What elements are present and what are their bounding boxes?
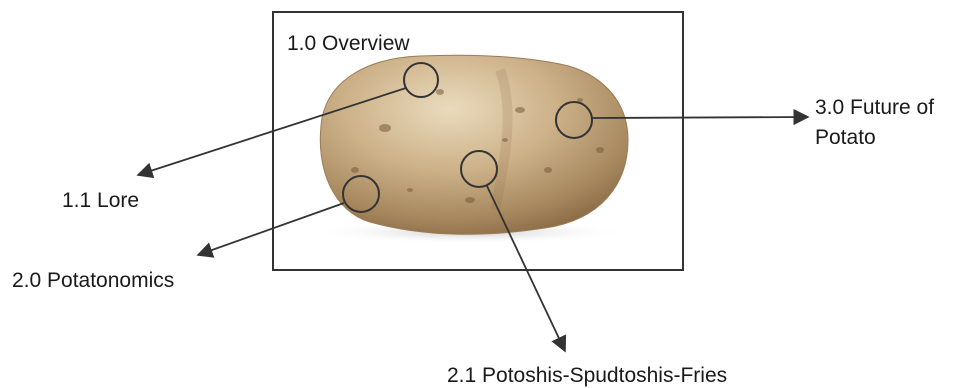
- potato-image: [310, 55, 630, 244]
- label-fries: 2.1 Potoshis-Spudtoshis-Fries: [447, 363, 727, 388]
- label-future-line2: Potato: [815, 123, 934, 153]
- label-lore: 1.1 Lore: [62, 188, 139, 213]
- label-future-line1: 3.0 Future of: [815, 93, 934, 123]
- arrow-to-future: [592, 117, 808, 118]
- label-future-of-potato: 3.0 Future of Potato: [815, 93, 934, 153]
- label-potatonomics: 2.0 Potatonomics: [12, 268, 174, 293]
- label-overview: 1.0 Overview: [287, 31, 410, 56]
